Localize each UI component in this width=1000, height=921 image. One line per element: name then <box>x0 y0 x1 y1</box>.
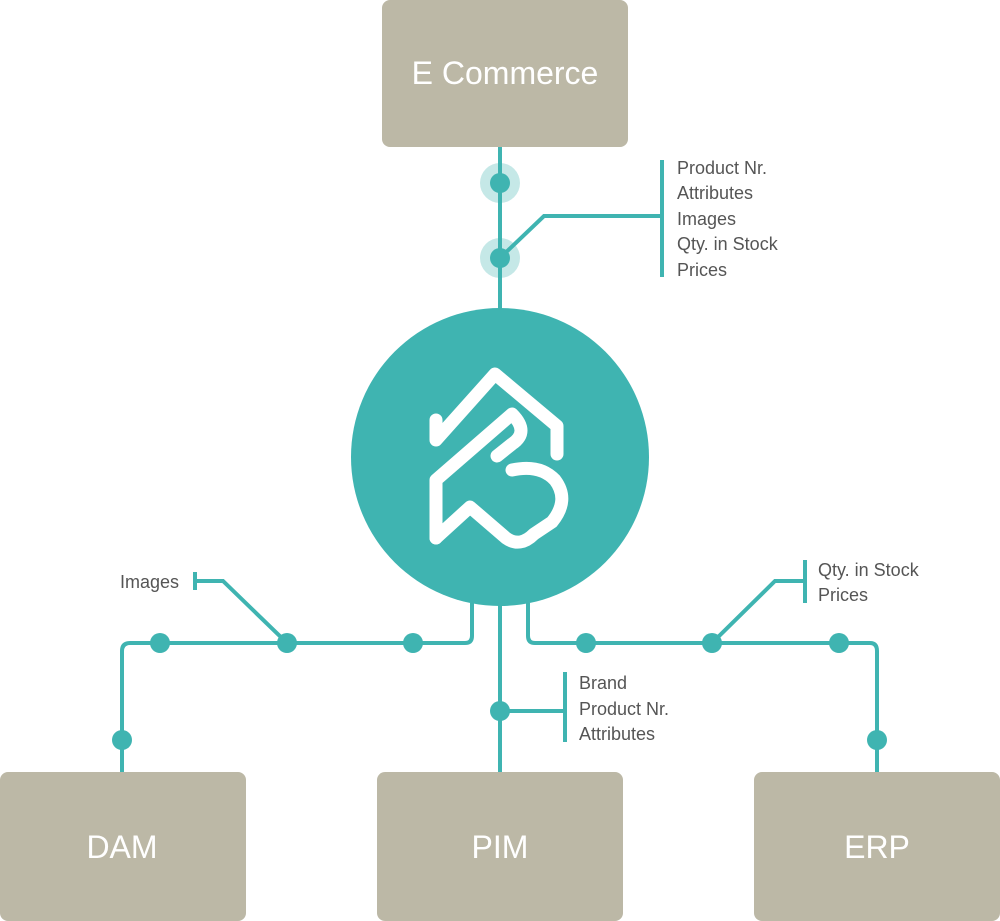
ecommerce-data-item: Prices <box>677 260 727 280</box>
erp-data-list: Qty. in Stock Prices <box>818 560 920 605</box>
dam-box <box>0 772 246 921</box>
erp-note-connector <box>710 579 805 645</box>
ecommerce-node: E Commerce <box>382 0 628 147</box>
erp-data-item: Qty. in Stock <box>818 560 920 580</box>
ecommerce-dot-lower <box>490 248 510 268</box>
ecommerce-data-list: Product Nr. Attributes Images Qty. in St… <box>677 158 779 280</box>
connectors <box>120 147 879 772</box>
dam-note-connector <box>195 579 289 645</box>
pim-label: PIM <box>472 829 529 865</box>
ecommerce-label: E Commerce <box>412 55 599 91</box>
erp-dot-c <box>829 633 849 653</box>
erp-node: ERP <box>754 772 1000 921</box>
pim-data-item: Product Nr. <box>579 699 669 719</box>
ecommerce-data-item: Attributes <box>677 183 753 203</box>
dam-dot-d <box>112 730 132 750</box>
hub <box>351 308 649 606</box>
dam-dot-b <box>277 633 297 653</box>
dam-data-list: Images <box>120 572 179 592</box>
pim-box <box>377 772 623 921</box>
erp-box <box>754 772 1000 921</box>
ecommerce-data-item: Qty. in Stock <box>677 234 779 254</box>
dam-connector <box>120 603 474 772</box>
erp-dot-d <box>867 730 887 750</box>
ecommerce-data-item: Product Nr. <box>677 158 767 178</box>
dam-dot-c <box>403 633 423 653</box>
dam-label: DAM <box>86 829 157 865</box>
pim-data-list: Brand Product Nr. Attributes <box>579 673 669 744</box>
ecommerce-dot-upper <box>490 173 510 193</box>
erp-dot-a <box>576 633 596 653</box>
ecommerce-box <box>382 0 628 147</box>
brand-logo-icon <box>429 367 569 549</box>
dam-data-item: Images <box>120 572 179 592</box>
dam-dot-a <box>150 633 170 653</box>
ecommerce-data-item: Images <box>677 209 736 229</box>
erp-label: ERP <box>844 829 910 865</box>
ecommerce-note-connector <box>498 214 662 260</box>
pim-node: PIM <box>377 772 623 921</box>
dam-node: DAM <box>0 772 246 921</box>
erp-data-item: Prices <box>818 585 868 605</box>
erp-dot-b <box>702 633 722 653</box>
pim-data-item: Brand <box>579 673 627 693</box>
pim-data-item: Attributes <box>579 724 655 744</box>
pim-dot <box>490 701 510 721</box>
connection-dots <box>112 173 887 750</box>
